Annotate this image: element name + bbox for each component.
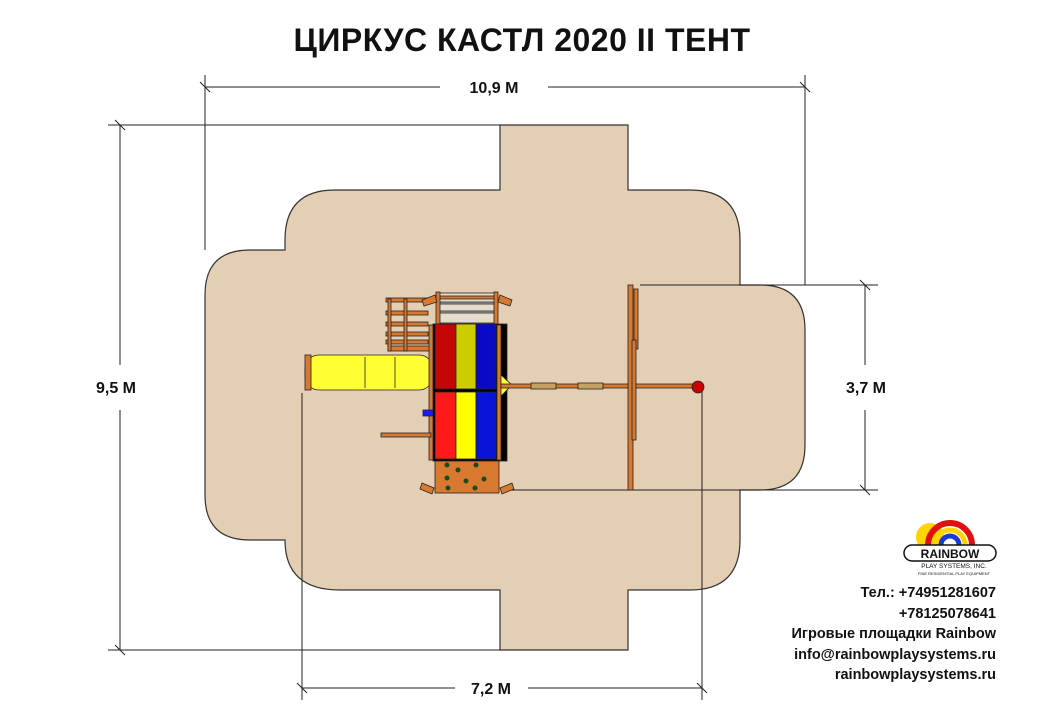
email: info@rainbowplaysystems.ru [794,646,996,663]
tube-slide [304,354,434,391]
ladder [385,297,433,352]
rainbow-logo-graphic: RAINBOW PLAY SYSTEMS, INC. FINE RESIDENT… [903,520,997,576]
width-total-label: 10,9 М [470,80,519,97]
svg-text:RAINBOW: RAINBOW [921,547,980,561]
dimension-lines [108,75,878,700]
company-name: Игровые площадки Rainbow [791,626,997,642]
phone-1: Тел.: +74951281607 [860,585,996,601]
height-total-label: 9,5 М [96,380,136,397]
svg-text:FINE RESIDENTIAL PLAY EQUIPMEN: FINE RESIDENTIAL PLAY EQUIPMENT [918,571,991,576]
website: rainbowplaysystems.ru [834,667,996,683]
rock-wall [434,460,500,494]
swing-end-cap [691,380,705,394]
plan-title: ЦИРКУС КАСТЛ 2020 II ТЕНТ [293,22,751,58]
play-structure [304,284,705,495]
contact-info: Тел.: +74951281607 +78125078641 Игровые … [792,583,997,686]
structure-width-label: 7,2 М [471,681,511,698]
phone-2: +78125078641 [898,605,996,622]
structure-depth-label: 3,7 М [846,380,886,397]
svg-text:PLAY SYSTEMS, INC.: PLAY SYSTEMS, INC. [921,563,987,570]
rainbow-logo: RAINBOW PLAY SYSTEMS, INC. FINE RESIDENT… [898,515,1002,577]
